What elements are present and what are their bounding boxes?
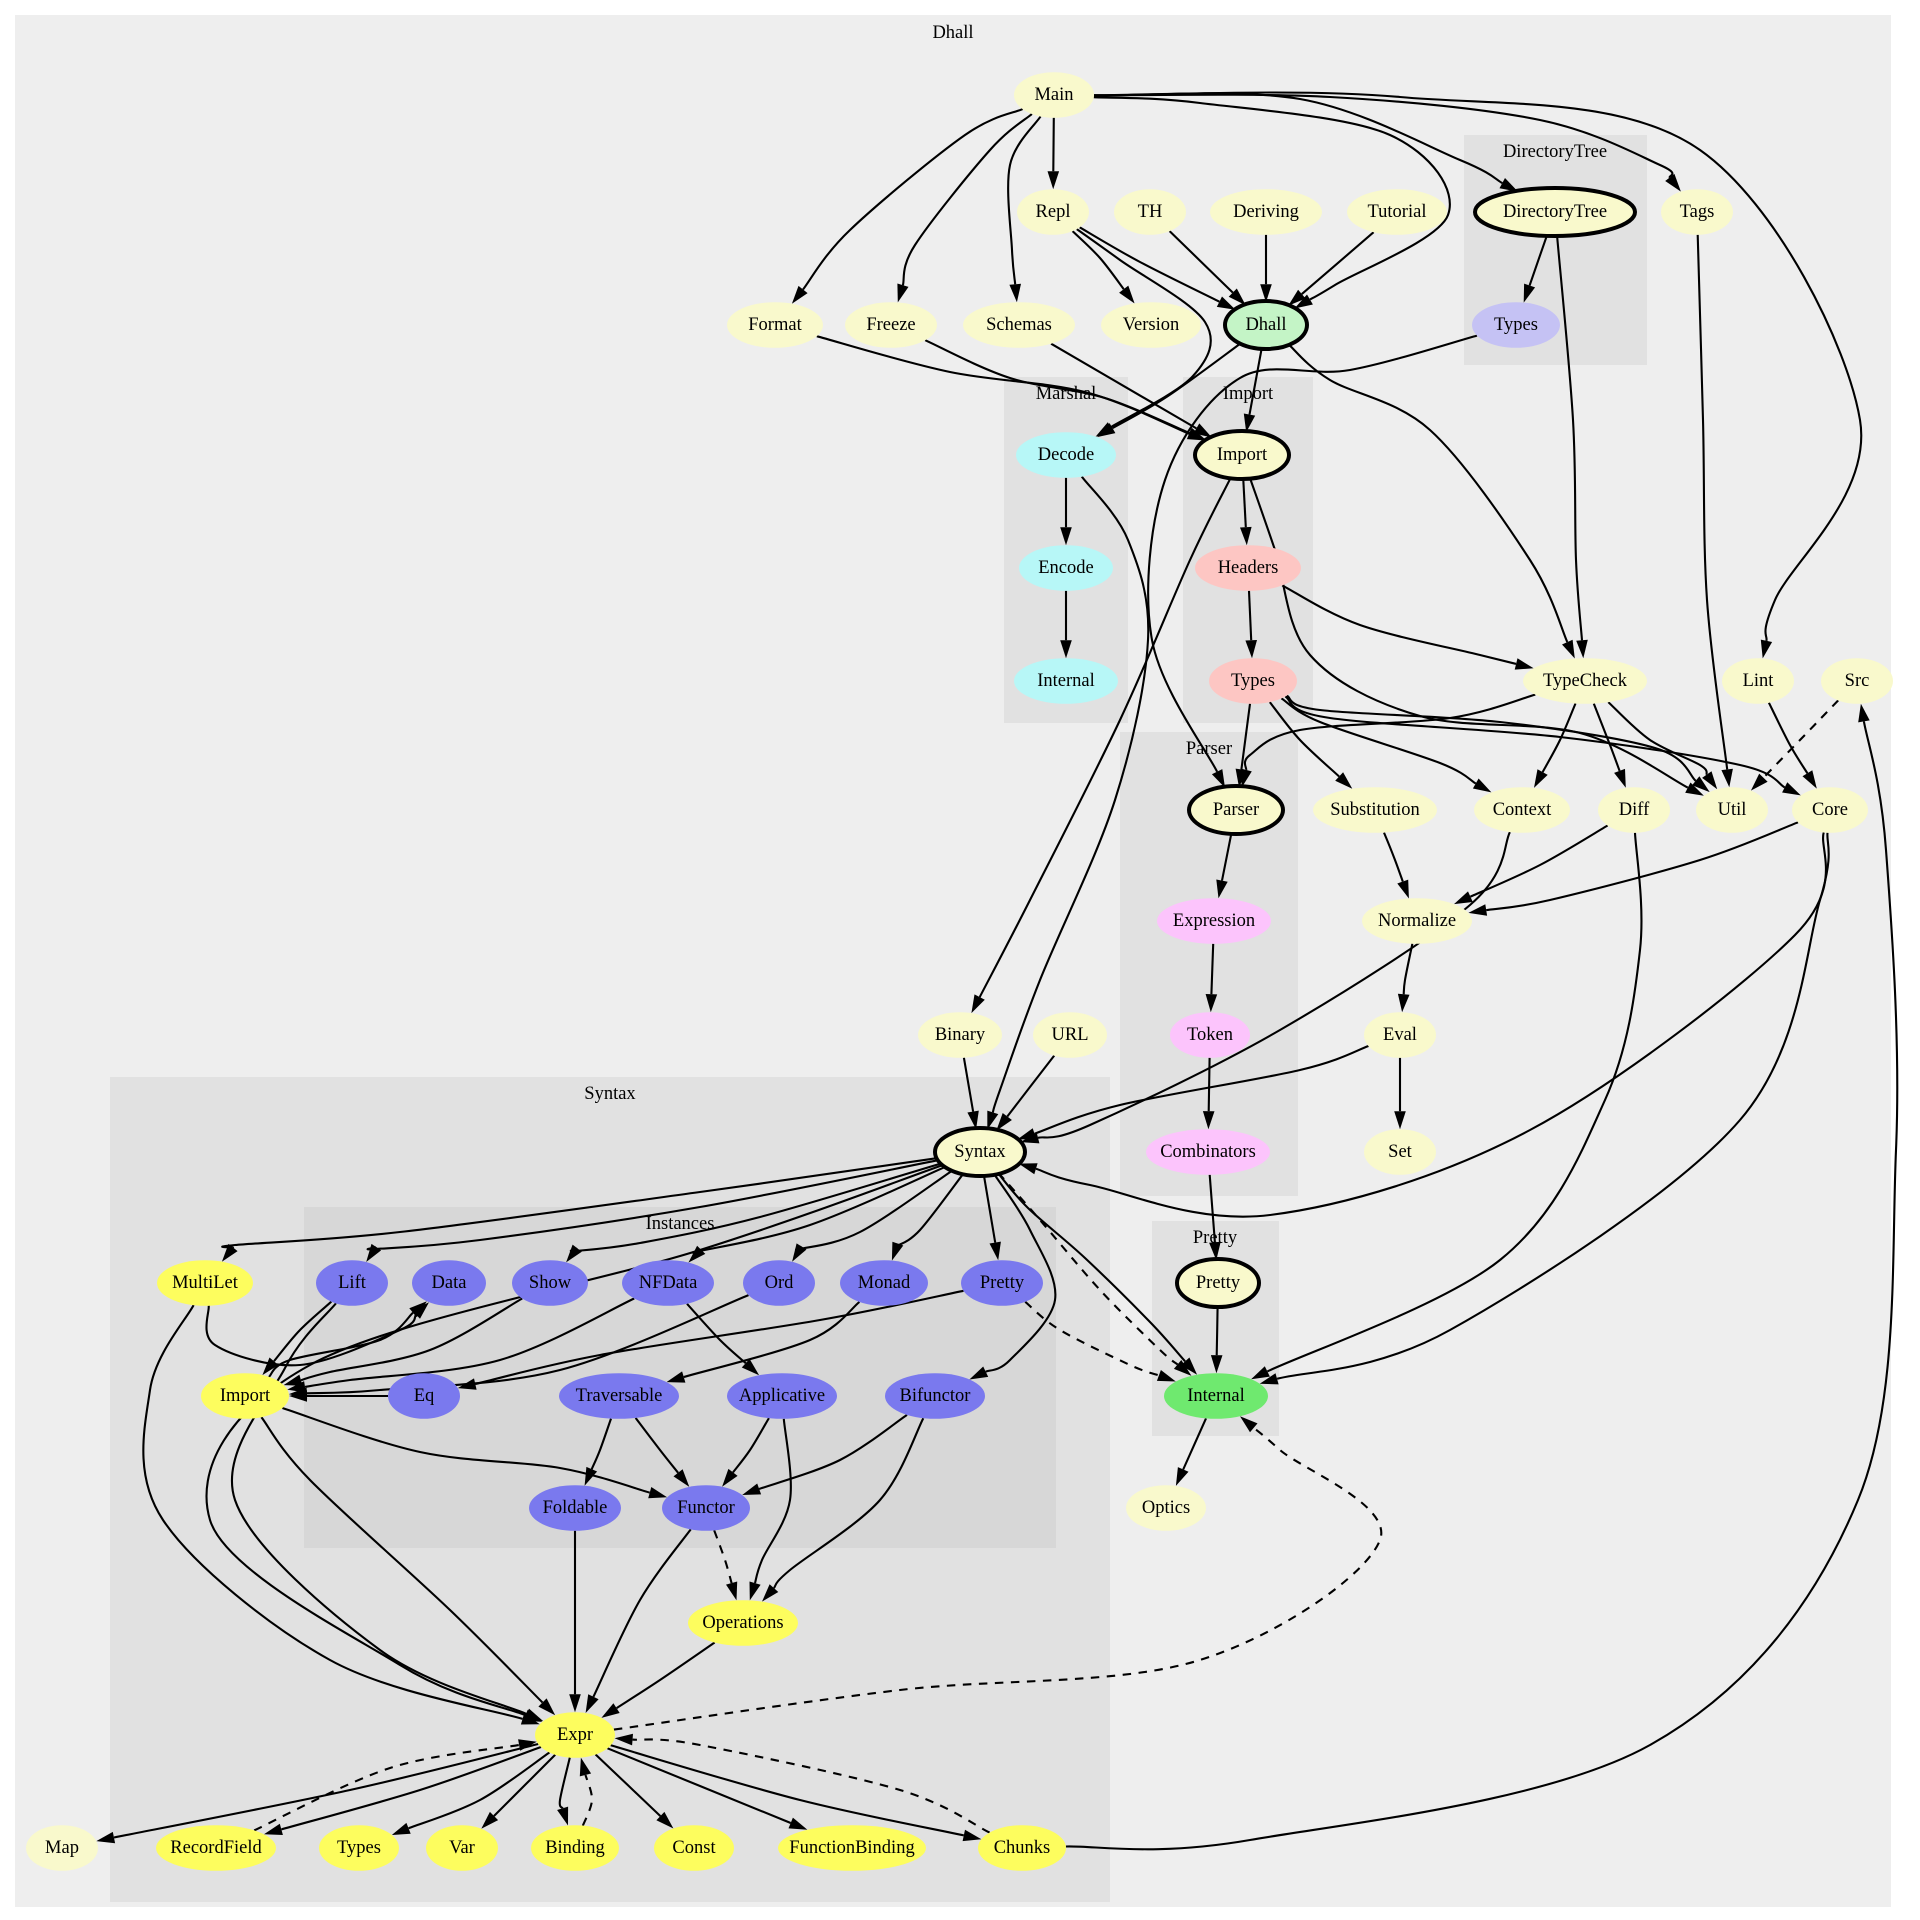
svg-text:Util: Util xyxy=(1718,800,1747,820)
svg-text:Main: Main xyxy=(1034,85,1073,105)
svg-text:Foldable: Foldable xyxy=(543,1498,608,1518)
svg-text:Chunks: Chunks xyxy=(994,1838,1051,1858)
svg-text:Parser: Parser xyxy=(1213,800,1259,820)
svg-text:Traversable: Traversable xyxy=(576,1386,663,1406)
svg-text:Ord: Ord xyxy=(765,1273,795,1293)
svg-text:Types: Types xyxy=(1494,315,1538,335)
svg-text:Lift: Lift xyxy=(338,1273,367,1293)
svg-text:Freeze: Freeze xyxy=(866,315,915,335)
svg-text:FunctionBinding: FunctionBinding xyxy=(789,1838,914,1858)
svg-text:Syntax: Syntax xyxy=(954,1142,1006,1162)
svg-text:Instances: Instances xyxy=(646,1214,715,1234)
svg-text:Schemas: Schemas xyxy=(986,315,1052,335)
svg-text:Deriving: Deriving xyxy=(1233,202,1299,222)
svg-text:Pretty: Pretty xyxy=(1196,1273,1241,1293)
svg-text:Applicative: Applicative xyxy=(739,1386,825,1406)
svg-text:Substitution: Substitution xyxy=(1330,800,1419,820)
svg-text:Encode: Encode xyxy=(1038,558,1093,578)
svg-text:Combinators: Combinators xyxy=(1160,1142,1256,1162)
svg-text:Import: Import xyxy=(220,1386,271,1406)
svg-text:Eq: Eq xyxy=(414,1386,435,1406)
svg-text:Parser: Parser xyxy=(1186,739,1232,759)
svg-text:Expression: Expression xyxy=(1173,911,1255,931)
svg-text:Token: Token xyxy=(1187,1025,1233,1045)
svg-text:Types: Types xyxy=(1231,671,1275,691)
svg-text:RecordField: RecordField xyxy=(170,1838,262,1858)
svg-text:Version: Version xyxy=(1123,315,1180,335)
svg-text:Context: Context xyxy=(1493,800,1552,820)
svg-text:Diff: Diff xyxy=(1619,800,1650,820)
svg-text:Internal: Internal xyxy=(1187,1386,1245,1406)
svg-text:Binary: Binary xyxy=(935,1025,986,1045)
svg-text:Operations: Operations xyxy=(702,1613,783,1633)
svg-text:Pretty: Pretty xyxy=(980,1273,1025,1293)
svg-text:Data: Data xyxy=(432,1273,467,1293)
svg-text:DirectoryTree: DirectoryTree xyxy=(1503,202,1607,222)
svg-text:Dhall: Dhall xyxy=(932,23,973,43)
svg-text:DirectoryTree: DirectoryTree xyxy=(1503,142,1607,162)
svg-text:Marshal: Marshal xyxy=(1036,384,1097,404)
svg-text:Dhall: Dhall xyxy=(1245,315,1286,335)
svg-text:Import: Import xyxy=(1217,445,1268,465)
svg-text:Lint: Lint xyxy=(1743,671,1775,691)
svg-text:Const: Const xyxy=(672,1838,716,1858)
svg-text:Internal: Internal xyxy=(1037,671,1095,691)
svg-text:Bifunctor: Bifunctor xyxy=(900,1386,971,1406)
svg-text:Map: Map xyxy=(45,1838,79,1858)
svg-text:Repl: Repl xyxy=(1036,202,1071,222)
svg-text:Show: Show xyxy=(529,1273,572,1293)
svg-text:Tutorial: Tutorial xyxy=(1368,202,1427,222)
svg-text:TypeCheck: TypeCheck xyxy=(1543,671,1628,691)
svg-text:Functor: Functor xyxy=(677,1498,735,1518)
svg-text:Core: Core xyxy=(1812,800,1848,820)
svg-text:Var: Var xyxy=(449,1838,475,1858)
svg-text:NFData: NFData xyxy=(639,1273,698,1293)
svg-text:Set: Set xyxy=(1388,1142,1413,1162)
svg-text:Eval: Eval xyxy=(1383,1025,1417,1045)
svg-text:Optics: Optics xyxy=(1142,1498,1190,1518)
svg-text:Normalize: Normalize xyxy=(1378,911,1456,931)
svg-text:Decode: Decode xyxy=(1038,445,1095,465)
svg-text:Import: Import xyxy=(1223,384,1274,404)
svg-text:Src: Src xyxy=(1845,671,1870,691)
svg-text:TH: TH xyxy=(1138,202,1163,222)
svg-text:Headers: Headers xyxy=(1218,558,1279,578)
svg-text:Binding: Binding xyxy=(545,1838,605,1858)
svg-text:URL: URL xyxy=(1052,1025,1089,1045)
svg-text:Syntax: Syntax xyxy=(584,1084,636,1104)
svg-text:Monad: Monad xyxy=(858,1273,911,1293)
svg-text:Format: Format xyxy=(748,315,802,335)
svg-text:MultiLet: MultiLet xyxy=(172,1273,239,1293)
svg-text:Types: Types xyxy=(337,1838,381,1858)
svg-text:Tags: Tags xyxy=(1680,202,1715,222)
svg-text:Expr: Expr xyxy=(557,1725,593,1745)
